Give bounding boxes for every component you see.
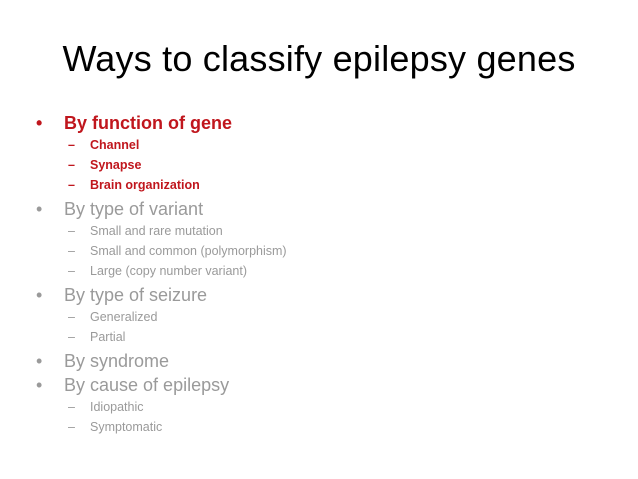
bullet-by-type-of-variant: • By type of variant — [36, 199, 596, 221]
dash-icon: – — [68, 420, 75, 434]
bullet-label: By type of seizure — [64, 285, 208, 305]
sub-item-large-copy-number-variant: – Large (copy number variant) — [36, 263, 596, 283]
bullet-label: By function of gene — [64, 113, 232, 133]
dash-icon: – — [68, 158, 75, 172]
bullet-by-syndrome: • By syndrome — [36, 351, 596, 373]
bullet-by-type-of-seizure: • By type of seizure — [36, 285, 596, 307]
sub-item-label: Synapse — [90, 158, 142, 172]
bullet-icon: • — [36, 285, 43, 305]
sub-item-label: Small and common (polymorphism) — [90, 244, 287, 258]
sub-item-generalized: – Generalized — [36, 309, 596, 329]
dash-icon: – — [68, 244, 75, 258]
dash-icon: – — [68, 330, 75, 344]
sub-item-label: Large (copy number variant) — [90, 264, 248, 278]
dash-icon: – — [68, 224, 75, 238]
bullet-label: By cause of epilepsy — [64, 375, 230, 395]
sub-item-synapse: – Synapse — [36, 157, 596, 177]
sub-item-label: Generalized — [90, 310, 158, 324]
sub-item-small-and-rare-mutation: – Small and rare mutation — [36, 223, 596, 243]
sub-item-label: Partial — [90, 330, 126, 344]
bullet-icon: • — [36, 199, 43, 219]
bullet-by-cause-of-epilepsy: • By cause of epilepsy — [36, 375, 596, 397]
bullet-icon: • — [36, 113, 43, 133]
sub-item-label: Channel — [90, 138, 140, 152]
sub-item-small-and-common: – Small and common (polymorphism) — [36, 243, 596, 263]
bullet-icon: • — [36, 375, 43, 395]
sub-item-label: Brain organization — [90, 178, 200, 192]
sub-item-channel: – Channel — [36, 137, 596, 157]
dash-icon: – — [68, 178, 75, 192]
sub-item-label: Idiopathic — [90, 400, 144, 414]
sub-item-label: Symptomatic — [90, 420, 163, 434]
bullet-list: • By function of gene – Channel – Synaps… — [36, 113, 596, 439]
dash-icon: – — [68, 310, 75, 324]
bullet-label: By syndrome — [64, 351, 170, 371]
sub-item-symptomatic: – Symptomatic — [36, 419, 596, 439]
dash-icon: – — [68, 138, 75, 152]
bullet-icon: • — [36, 351, 43, 371]
sub-item-partial: – Partial — [36, 329, 596, 349]
sub-item-brain-organization: – Brain organization — [36, 177, 596, 197]
bullet-label: By type of variant — [64, 199, 204, 219]
dash-icon: – — [68, 400, 75, 414]
dash-icon: – — [68, 264, 75, 278]
bullet-by-function-of-gene: • By function of gene — [36, 113, 596, 135]
sub-item-label: Small and rare mutation — [90, 224, 223, 238]
slide-title: Ways to classify epilepsy genes — [62, 38, 576, 79]
sub-item-idiopathic: – Idiopathic — [36, 399, 596, 419]
